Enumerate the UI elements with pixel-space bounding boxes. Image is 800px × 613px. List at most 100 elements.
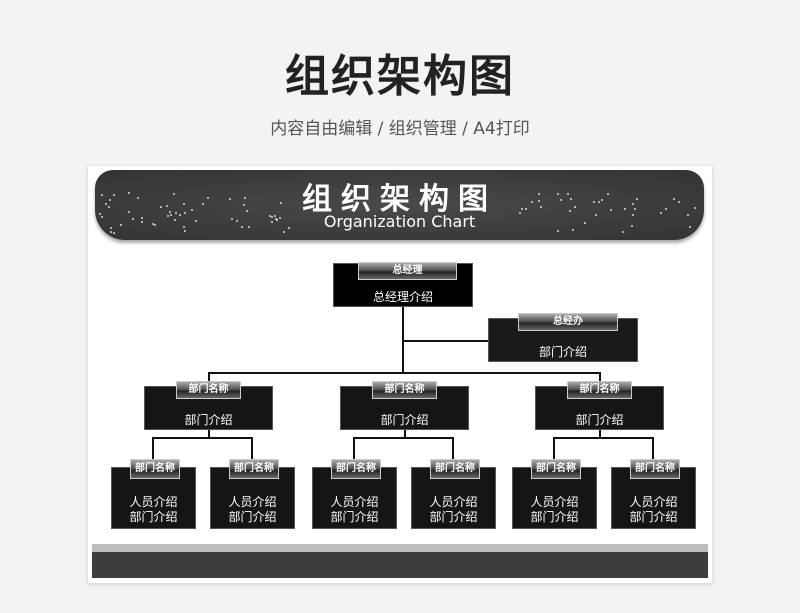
connector — [403, 340, 488, 342]
sparkle-decoration — [557, 230, 560, 233]
sparkle-decoration — [108, 199, 111, 202]
sparkle-decoration — [173, 193, 175, 196]
banner-title: 组织架构图 — [302, 182, 497, 217]
sparkle-decoration — [140, 217, 143, 220]
sparkle-decoration — [127, 192, 130, 195]
connector — [208, 372, 210, 384]
connector — [208, 430, 210, 439]
sparkle-decoration — [137, 197, 140, 200]
connector — [353, 437, 454, 439]
staff-intro: 人员介绍 — [129, 495, 178, 509]
sparkle-decoration — [531, 200, 534, 203]
sparkle-decoration — [595, 214, 598, 217]
sparkle-decoration — [229, 198, 232, 201]
sparkle-decoration — [689, 226, 692, 229]
node-sub-department[interactable]: 人员介绍部门介绍 — [210, 467, 295, 529]
sparkle-decoration — [621, 230, 624, 233]
page-title: 组织架构图 — [285, 51, 515, 102]
connector — [353, 437, 355, 461]
sparkle-decoration — [288, 227, 291, 230]
node-sub-department[interactable]: 人员介绍部门介绍 — [611, 467, 696, 529]
sparkle-decoration — [269, 215, 272, 218]
sparkle-decoration — [175, 212, 178, 215]
sparkle-decoration — [609, 208, 612, 211]
connector — [553, 437, 555, 461]
node-label: 部门名称 — [229, 459, 279, 479]
connector — [553, 437, 654, 439]
chart-banner: 组织架构图 Organization Chart — [95, 170, 704, 240]
sparkle-decoration — [566, 192, 569, 195]
sparkle-decoration — [634, 207, 637, 210]
sparkle-decoration — [112, 231, 115, 234]
sparkle-decoration — [182, 225, 185, 228]
sparkle-decoration — [242, 204, 245, 207]
connector — [404, 430, 406, 439]
sparkle-decoration — [521, 208, 524, 211]
sparkle-decoration — [568, 209, 571, 212]
connector — [208, 372, 601, 374]
page-subtitle: 内容自由编辑 / 组织管理 / A4打印 — [270, 119, 530, 139]
sparkle-decoration — [537, 193, 540, 196]
sparkle-decoration — [178, 214, 181, 216]
sparkle-decoration — [151, 223, 154, 226]
sparkle-decoration — [131, 218, 134, 221]
sparkle-decoration — [246, 210, 249, 213]
sparkle-decoration — [243, 197, 246, 200]
sparkle-decoration — [173, 219, 176, 222]
department-intro: 部门介绍 — [330, 510, 379, 524]
staff-intro: 人员介绍 — [530, 495, 579, 509]
sparkle-decoration — [236, 219, 239, 222]
footer-bar-dark — [92, 552, 708, 578]
sparkle-decoration — [524, 208, 527, 211]
node-label: 部门名称 — [567, 381, 632, 399]
department-intro: 部门介绍 — [129, 510, 178, 524]
sparkle-decoration — [601, 199, 604, 202]
node-label: 部门名称 — [331, 459, 381, 479]
sparkle-decoration — [632, 214, 635, 217]
sparkle-decoration — [560, 198, 563, 201]
sparkle-decoration — [99, 213, 102, 216]
node-sub-department[interactable]: 人员介绍部门介绍 — [312, 467, 397, 529]
node-label: 部门名称 — [430, 459, 480, 479]
node-label: 总经办 — [518, 313, 618, 331]
node-label: 部门名称 — [630, 459, 680, 479]
sparkle-decoration — [105, 203, 108, 206]
sparkle-decoration — [570, 198, 573, 201]
connector — [599, 430, 601, 439]
sparkle-decoration — [170, 213, 173, 216]
sparkle-decoration — [271, 220, 274, 223]
sparkle-decoration — [159, 206, 162, 209]
sparkle-decoration — [273, 214, 276, 217]
connector — [452, 437, 454, 461]
node-label: 部门名称 — [531, 459, 581, 479]
sparkle-decoration — [183, 212, 186, 215]
node-label: 总经理 — [358, 262, 457, 280]
sparkle-decoration — [556, 192, 559, 195]
sparkle-decoration — [280, 201, 283, 204]
department-intro: 部门介绍 — [429, 510, 478, 524]
staff-intro: 人员介绍 — [429, 495, 478, 509]
node-department[interactable]: 部门介绍 — [144, 386, 273, 430]
sparkle-decoration — [207, 196, 210, 199]
sparkle-decoration — [664, 208, 667, 211]
sparkle-decoration — [110, 227, 113, 230]
sparkle-decoration — [270, 215, 273, 218]
sparkle-decoration — [182, 202, 185, 205]
sparkle-decoration — [623, 207, 626, 210]
sparkle-decoration — [231, 217, 234, 220]
sparkle-decoration — [598, 201, 601, 204]
sparkle-decoration — [154, 223, 157, 226]
connector — [251, 437, 253, 461]
sparkle-decoration — [677, 201, 680, 204]
sparkle-decoration — [110, 230, 113, 233]
sparkle-decoration — [120, 223, 123, 226]
sparkle-decoration — [113, 193, 116, 196]
sparkle-decoration — [107, 206, 110, 209]
sparkle-decoration — [166, 215, 169, 218]
sparkle-decoration — [279, 216, 282, 219]
sparkle-decoration — [274, 218, 277, 221]
sparkle-decoration — [584, 222, 587, 225]
sparkle-decoration — [537, 200, 540, 202]
sparkle-decoration — [660, 212, 663, 215]
sparkle-decoration — [248, 226, 251, 229]
